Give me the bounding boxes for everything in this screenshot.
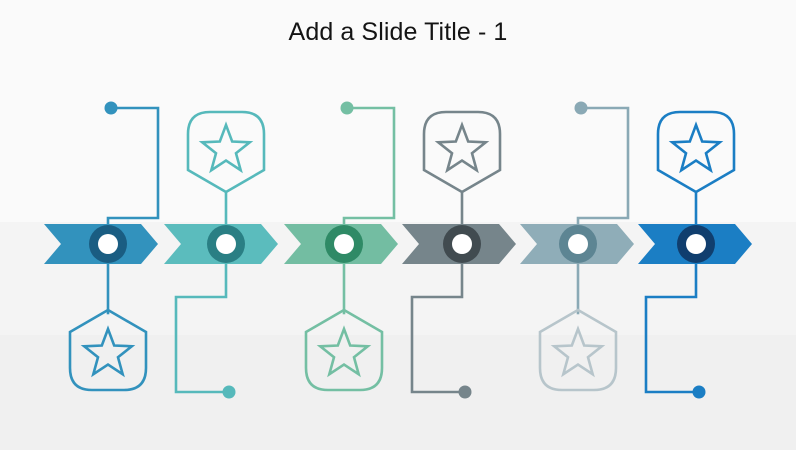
connector-line-6 <box>644 262 701 394</box>
dot-icon-6 <box>692 385 706 399</box>
badge-shield-4[interactable] <box>422 110 502 194</box>
dot-icon-5 <box>574 101 588 115</box>
badge-shield-1[interactable] <box>68 308 148 392</box>
connector-line-5 <box>576 106 630 226</box>
page-title: Add a Slide Title - 1 <box>288 18 508 46</box>
connector-line-4 <box>410 262 467 394</box>
star-icon-4 <box>434 121 490 174</box>
star-icon-2 <box>198 121 254 174</box>
timeline-step-5 <box>520 101 634 392</box>
dot-icon-3 <box>340 101 354 115</box>
badge-shield-2[interactable] <box>186 110 266 194</box>
star-icon-6 <box>668 121 724 174</box>
timeline-step-6 <box>638 110 752 399</box>
ring-inner-6 <box>686 234 706 254</box>
ring-inner-3 <box>334 234 354 254</box>
badge-shield-6[interactable] <box>656 110 736 194</box>
dot-icon-4 <box>458 385 472 399</box>
ring-inner-1 <box>98 234 118 254</box>
ring-inner-4 <box>452 234 472 254</box>
ring-inner-5 <box>568 234 588 254</box>
badge-shield-5[interactable] <box>538 308 618 392</box>
star-icon-5 <box>550 325 606 378</box>
timeline-step-4 <box>402 110 516 399</box>
badge-shield-3[interactable] <box>304 308 384 392</box>
dot-icon-1 <box>104 101 118 115</box>
timeline-step-1 <box>44 101 160 392</box>
connector-line-3 <box>342 106 396 226</box>
timeline-step-2 <box>164 110 278 399</box>
connector-line-2 <box>174 262 231 394</box>
ring-inner-2 <box>216 234 236 254</box>
star-icon-3 <box>316 325 372 378</box>
star-icon-1 <box>80 325 136 378</box>
timeline-step-3 <box>284 101 398 392</box>
dot-icon-2 <box>222 385 236 399</box>
connector-line-1 <box>106 106 160 226</box>
